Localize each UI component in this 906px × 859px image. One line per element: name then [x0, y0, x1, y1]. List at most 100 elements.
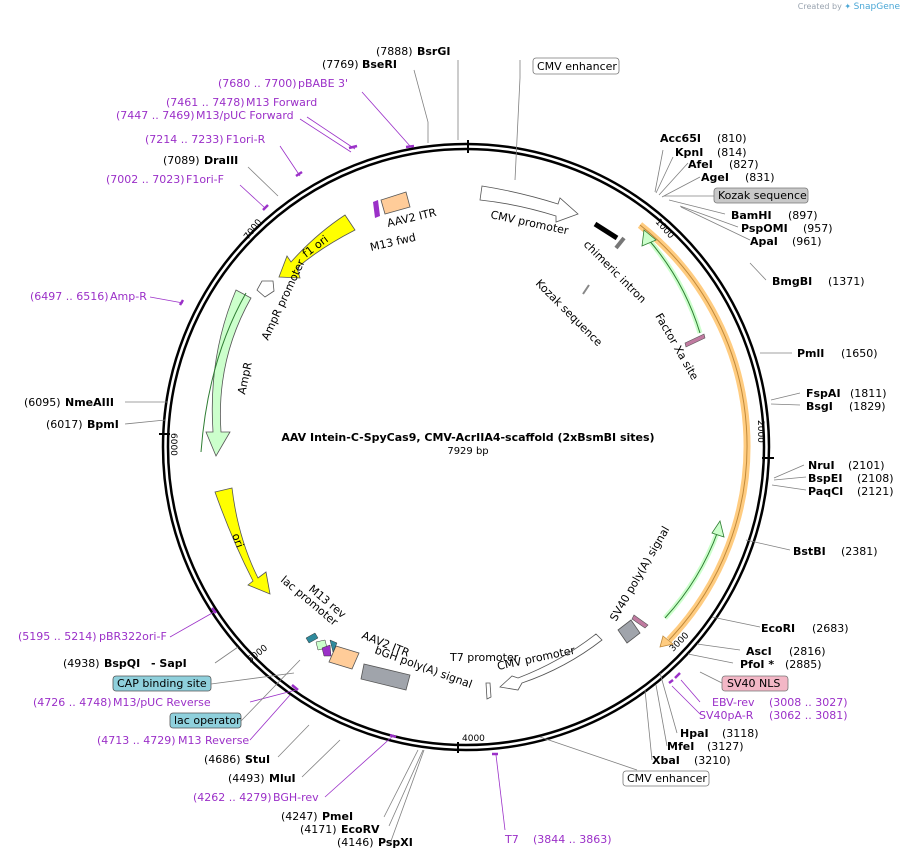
enzyme-name-ecorv[interactable]: EcoRV — [341, 823, 380, 836]
box-cap-binding-site[interactable] — [112, 675, 212, 692]
enzyme-name-fspai[interactable]: FspAI — [806, 387, 841, 400]
enzyme-name-draiii[interactable]: DraIII — [204, 154, 238, 167]
primer-name-sv40pa-r[interactable]: SV40pA-R — [699, 709, 754, 722]
label-ampr: AmpR — [235, 360, 255, 395]
enzyme-name-bsgi[interactable]: BsgI — [806, 400, 833, 413]
enzyme-pos-nrui: (2101) — [848, 459, 885, 472]
enzyme-name-hpai[interactable]: HpaI — [680, 727, 709, 740]
boxed-labels: CMV enhancer Kozak sequence SV40 NLS CMV… — [112, 57, 809, 787]
primer-name-pbr322ori-f[interactable]: pBR322ori-F — [99, 630, 167, 643]
enzyme-name-pmei[interactable]: PmeI — [322, 810, 353, 823]
enzyme-pos-bseri: (7769) — [322, 58, 359, 71]
primer-range-sv40pa-r: (3062 .. 3081) — [769, 709, 848, 722]
enzyme-pos-pmli: (1650) — [841, 347, 878, 360]
enzyme-name-bmgbi[interactable]: BmgBI — [772, 275, 812, 288]
enzyme-name-agei[interactable]: AgeI — [701, 171, 729, 184]
enzyme-name-xbai[interactable]: XbaI — [652, 754, 680, 767]
tick-label-6000: 6000 — [168, 433, 178, 456]
enzyme-name-mlui[interactable]: MluI — [269, 772, 296, 785]
enzyme-pos-bspei: (2108) — [857, 472, 894, 485]
feature-sv40-nls-mark — [631, 614, 649, 629]
enzyme-name-pspxi[interactable]: PspXI — [378, 836, 413, 849]
feature-green-arrow-top-head — [641, 229, 657, 247]
primer-range-bgh-rev: (4262 .. 4279) — [193, 791, 272, 804]
feature-green-arrow-bottom-head — [711, 520, 725, 538]
enzyme-extra-sapi[interactable]: - SapI — [151, 657, 187, 670]
enzyme-name-mfei[interactable]: MfeI — [667, 740, 694, 753]
feature-ori[interactable] — [214, 487, 271, 595]
primer-leaders — [149, 91, 701, 831]
tick-marks — [159, 140, 774, 753]
feature-ampr[interactable] — [205, 289, 252, 457]
box-label-cmv-enhancer-bottom: CMV enhancer — [627, 772, 707, 785]
feature-green-arc-bottom — [663, 530, 721, 620]
enzyme-pos-bsgi: (1829) — [849, 400, 886, 413]
enzyme-name-bamhi[interactable]: BamHI — [731, 209, 772, 222]
box-sv40-nls[interactable] — [721, 675, 789, 692]
enzyme-name-acc65i[interactable]: Acc65I — [660, 132, 701, 145]
enzyme-name-apai[interactable]: ApaI — [750, 235, 778, 248]
box-label-cap-binding-site: CAP binding site — [117, 677, 207, 690]
primer-name-m13puc-fwd[interactable]: M13/pUC Forward — [196, 109, 294, 122]
feature-lac-cluster — [305, 632, 338, 657]
primer-name-m13fwd[interactable]: M13 Forward — [246, 96, 317, 109]
primer-name-t7[interactable]: T7 — [504, 833, 519, 846]
enzyme-name-nmeaiii[interactable]: NmeAIII — [65, 396, 114, 409]
enzyme-name-bseri[interactable]: BseRI — [362, 58, 397, 71]
enzyme-name-paqci[interactable]: PaqCI — [808, 485, 843, 498]
feature-f1-ori[interactable] — [278, 214, 356, 279]
enzyme-name-afei[interactable]: AfeI — [688, 158, 713, 171]
enzyme-pos-bmgbi: (1371) — [828, 275, 865, 288]
box-kozak-sequence[interactable] — [713, 187, 809, 204]
enzyme-name-bsrgi[interactable]: BsrGI — [417, 45, 450, 58]
primer-range-f1ori-f: (7002 .. 7023) — [106, 173, 185, 186]
feature-aav2-itr-top[interactable] — [380, 191, 411, 215]
enzyme-name-nrui[interactable]: NruI — [808, 459, 835, 472]
enzyme-name-kpni[interactable]: KpnI — [675, 146, 703, 159]
enzyme-pos-bpmi: (6017) — [46, 418, 83, 431]
enzyme-name-bspqi[interactable]: BspQI — [104, 657, 140, 670]
enzyme-name-bstbi[interactable]: BstBI — [793, 545, 826, 558]
box-leaders — [210, 659, 723, 722]
primer-name-m13-rev[interactable]: M13 Reverse — [178, 734, 249, 747]
enzyme-leaders — [124, 60, 807, 842]
primer-name-amp-r[interactable]: Amp-R — [110, 290, 147, 303]
enzyme-name-pmli[interactable]: PmlI — [797, 347, 824, 360]
feature-aav2-itr-bottom[interactable] — [328, 645, 360, 670]
enzyme-name-stui[interactable]: StuI — [245, 753, 270, 766]
primer-marks — [178, 144, 681, 756]
box-cmv-enhancer-top[interactable] — [532, 57, 620, 75]
primer-name-m13puc-rev[interactable]: M13/pUC Reverse — [113, 696, 211, 709]
enzyme-pos-xbai: (3210) — [694, 754, 731, 767]
feature-chimeric-small — [614, 236, 626, 250]
primer-range-m13puc-fwd: (7447 .. 7469) — [116, 109, 195, 122]
primer-name-f1ori-f[interactable]: F1ori-F — [186, 173, 224, 186]
box-cmv-enhancer-bottom[interactable] — [622, 770, 710, 787]
primer-name-f1ori-r[interactable]: F1ori-R — [226, 133, 266, 146]
primer-name-ebv-rev[interactable]: EBV-rev — [712, 696, 755, 709]
primer-name-bgh-rev[interactable]: BGH-rev — [273, 791, 319, 804]
label-kozak-sequence: Kozak sequence — [533, 277, 605, 349]
label-ori: ori — [229, 532, 246, 550]
enzyme-name-pspomi[interactable]: PspOMI — [741, 222, 788, 235]
feature-factor-xa-site — [684, 333, 706, 348]
primer-range-m13puc-rev: (4726 .. 4748) — [33, 696, 112, 709]
feature-cmv-promoter-bottom[interactable] — [499, 633, 603, 691]
feature-bgh-polya[interactable] — [360, 663, 411, 691]
feature-sv40-polya[interactable] — [617, 619, 641, 644]
primer-name-pbabe3[interactable]: pBABE 3' — [298, 77, 348, 90]
primer-range-pbr322ori-f: (5195 .. 5214) — [18, 630, 97, 643]
enzyme-name-ecori[interactable]: EcoRI — [761, 622, 795, 635]
enzyme-pos-bspqi: (4938) — [63, 657, 100, 670]
box-label-kozak-sequence: Kozak sequence — [718, 189, 807, 202]
backbone — [161, 142, 771, 752]
enzyme-pos-agei: (831) — [745, 171, 775, 184]
label-chimeric-intron: chimeric intron — [581, 238, 649, 306]
enzyme-name-bpmi[interactable]: BpmI — [87, 418, 119, 431]
enzyme-name-bspei[interactable]: BspEI — [808, 472, 842, 485]
enzyme-pos-paqci: (2121) — [857, 485, 894, 498]
enzyme-name-asci[interactable]: AscI — [746, 645, 772, 658]
enzyme-name-pfoi[interactable]: PfoI * — [740, 658, 774, 671]
feature-cmv-promoter-top[interactable] — [479, 185, 579, 223]
